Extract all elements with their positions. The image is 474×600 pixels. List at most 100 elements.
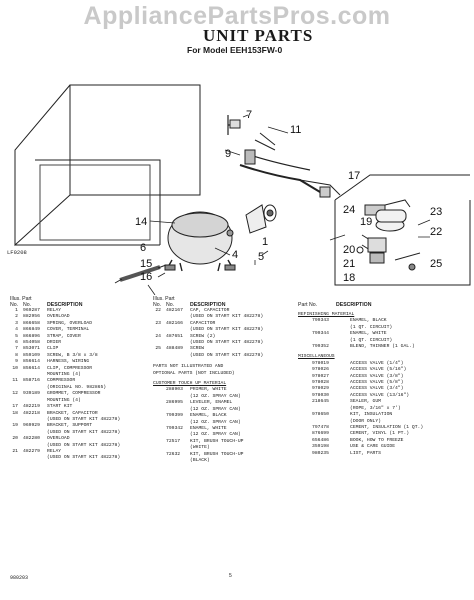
parts-row: (DOOR ONLY) xyxy=(298,419,468,425)
part-description: (USED ON START KIT 482278) xyxy=(190,314,264,320)
part-description: (BLACK) xyxy=(190,457,210,463)
parts-row: (1 QT. CIRCUIT) xyxy=(298,325,468,331)
parts-row: (USED ON START KIT 482278) xyxy=(10,443,145,449)
parts-row: 980235 LIST, PARTS xyxy=(298,451,468,457)
part-description: SEALER, GUM xyxy=(350,399,381,405)
parts-row: (12 OZ. SPRAY CAN) xyxy=(153,420,288,426)
part-number: 482279 xyxy=(23,448,40,454)
callout-25: 25 xyxy=(430,258,442,270)
part-description: (USED ON START KIT 482278) xyxy=(190,340,264,346)
illus-number: 22 xyxy=(155,308,161,313)
column-2-header: Illus. Part No.No.DESCRIPTION xyxy=(153,296,226,308)
part-description: COMPRESSOR xyxy=(47,378,76,384)
part-description: RELAY xyxy=(47,448,62,454)
part-description: ACCESS VALVE (3/4") xyxy=(350,386,404,392)
part-description: KIT, INSULATION xyxy=(350,412,393,418)
parts-row: MOUNTING (4) xyxy=(10,372,145,378)
part-description: STRAP, COVER xyxy=(47,333,81,339)
part-description: (USED ON START KIT 482278) xyxy=(190,327,264,333)
illus-number: 8 xyxy=(15,352,18,358)
illus-number: 2 xyxy=(15,314,18,320)
part-description: USE & CARE GUIDE xyxy=(350,444,396,450)
part-description: LIST, PARTS xyxy=(350,450,381,456)
callout-7: 7 xyxy=(246,109,252,121)
part-description: CLIP xyxy=(47,346,59,352)
part-description: (1 QT. CIRCUIT) xyxy=(350,337,393,343)
callout-9: 9 xyxy=(225,148,231,160)
part-number: 858716 xyxy=(23,378,40,384)
part-number: 978028 xyxy=(312,380,329,386)
part-description: DRIER xyxy=(47,340,62,346)
part-description: SCREW (2) xyxy=(190,333,216,339)
parts-row: (USED ON START KIT 482278) xyxy=(153,353,288,359)
part-description: BRACKET, CAPACITOR xyxy=(47,410,98,416)
part-description: ENAMEL, WHITE xyxy=(190,425,227,431)
part-number: 488489 xyxy=(166,346,183,352)
parts-row: (USED ON START KIT 482278) xyxy=(153,327,288,333)
part-number: 876699 xyxy=(312,431,329,437)
illus-number: 4 xyxy=(15,327,18,333)
callout-20: 20 xyxy=(343,244,355,256)
part-number xyxy=(166,458,190,464)
part-number: 799342 xyxy=(166,425,183,431)
part-number: 854058 xyxy=(23,340,40,346)
exploded-parts-diagram: 7 11 9 17 24 23 19 22 14 1 4 5 6 15 16 2… xyxy=(14,84,471,295)
illus-number xyxy=(153,458,161,464)
part-number: 980235 xyxy=(312,450,329,456)
part-description: ENAMEL, WHITE xyxy=(350,331,387,337)
parts-column-3: Part No.DESCRIPTION REFINISHING MATERIAL… xyxy=(298,296,468,457)
illus-number: 20 xyxy=(12,436,18,442)
watermark: AppliancePartsPros.com xyxy=(83,2,391,30)
callout-19: 19 xyxy=(360,216,372,228)
part-description: (USED ON START KIT 482278) xyxy=(47,429,121,435)
illus-number: 18 xyxy=(12,410,18,416)
illus-number: 6 xyxy=(15,340,18,346)
part-description: ACCESS VALVE (3/8") xyxy=(350,373,404,379)
part-description: MOUNTING (4) xyxy=(47,397,81,403)
callout-15: 15 xyxy=(140,258,152,270)
parts-row: (USED ON START KIT 482278) xyxy=(153,314,288,320)
part-description: SCREW, B 3/8 x 3/8 xyxy=(47,352,98,358)
section-miscellaneous: MISCELLANEOUS xyxy=(298,354,335,360)
part-number: 866896 xyxy=(23,333,40,339)
parts-row: (ORIGINAL NO. 982865) xyxy=(10,385,145,391)
part-description: MOUNTING (4) xyxy=(47,372,81,378)
part-description: (USED ON START KIT 482278) xyxy=(47,455,121,461)
parts-row: (USED ON START KIT 482278) xyxy=(153,340,288,346)
illus-number: 25 xyxy=(155,346,161,352)
parts-row: (WHITE) xyxy=(153,445,288,451)
part-description: CEMENT, VINYL (1 PT.) xyxy=(350,431,410,437)
part-number: 866658 xyxy=(23,320,40,326)
part-number: 856614 xyxy=(23,365,40,371)
part-description: (DOOR ONLY) xyxy=(350,418,381,424)
parts-row: (12 OZ. SPRAY CAN) xyxy=(153,394,288,400)
illus-number: 3 xyxy=(15,320,18,326)
part-description: (12 OZ. SPRAY CAN) xyxy=(190,393,241,399)
part-description: HARNESS, WIRING xyxy=(47,359,90,365)
